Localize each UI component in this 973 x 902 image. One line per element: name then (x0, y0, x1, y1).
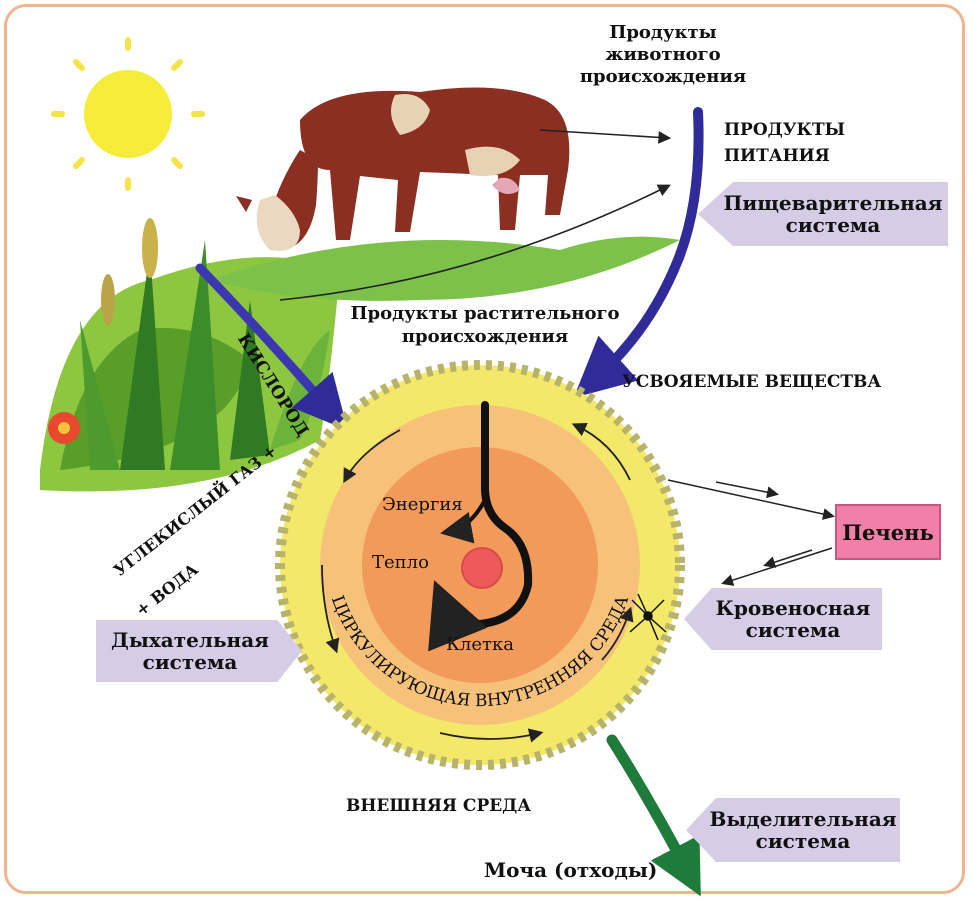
external-environment-label: ВНЕШНЯЯ СРЕДА (346, 796, 531, 816)
cell-label: Клетка (446, 634, 514, 655)
urine-label: Моча (отходы) (484, 858, 657, 882)
plant-products-label: Продукты растительного происхождения (340, 302, 630, 349)
sun-icon (54, 40, 202, 188)
liver-box: Печень (835, 504, 941, 560)
heat-label: Тепло (372, 552, 429, 573)
cow-icon (236, 88, 569, 251)
absorbed-substances-label: УСВОЯЕМЫЕ ВЕЩЕСТВА (622, 372, 881, 392)
animal-products-label: Продукты животного происхождения (578, 22, 748, 88)
food-products-label: ПРОДУКТЫ ПИТАНИЯ (724, 118, 845, 169)
energy-label: Энергия (382, 494, 463, 515)
flower-icon (48, 412, 80, 444)
